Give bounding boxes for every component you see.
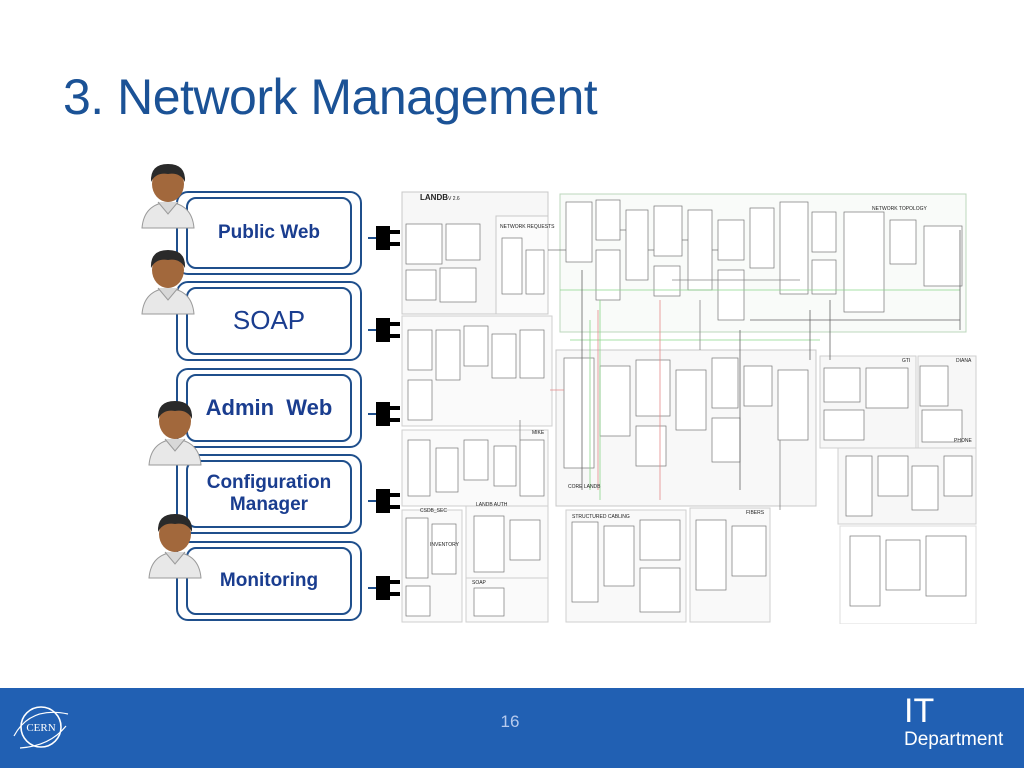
schema-area-label: GTI <box>902 358 910 364</box>
user-icon <box>148 401 202 466</box>
service-label-line1: Configuration <box>206 472 332 494</box>
schema-area-label: FIBERS <box>746 510 765 516</box>
service-admin-web: Admin Web <box>176 368 362 448</box>
user-icon <box>141 250 195 315</box>
it-logo-text: IT <box>904 692 935 730</box>
service-monitoring: Monitoring <box>176 541 362 621</box>
schema-area-label: CORE LANDB <box>568 484 601 490</box>
service-public-web: Public Web <box>176 191 362 275</box>
service-label-line2: Manager <box>229 494 309 515</box>
page-number: 16 <box>500 712 520 731</box>
schema-title: LANDB <box>420 193 448 202</box>
it-department-logo: IT Department <box>904 694 1003 749</box>
schema-area-label: STRUCTURED CABLING <box>572 514 630 520</box>
schema-area-label: NETWORK REQUESTS <box>500 224 555 230</box>
schema-area-label: LANDB AUTH <box>476 502 508 508</box>
service-soap: SOAP <box>176 281 362 361</box>
service-label: Admin Web <box>205 395 333 421</box>
schema-area-label: DIANA <box>956 358 972 364</box>
schema-area-label: CSDB_SEC <box>420 508 447 514</box>
user-icon <box>148 514 202 579</box>
service-label: Configuration Manager <box>207 472 332 516</box>
user-icon <box>141 164 195 229</box>
schema-version: V 2.6 <box>448 196 460 202</box>
schema-area-label: NETWORK TOPOLOGY <box>872 206 927 212</box>
footer-bar: CERN 16 IT Department <box>0 688 1024 768</box>
schema-area-label: PHONE <box>954 438 972 444</box>
slide-title: 3. Network Management <box>63 69 598 125</box>
schema-area-label: INVENTORY <box>430 542 460 548</box>
service-label: SOAP <box>232 305 306 336</box>
service-label: Public Web <box>217 222 321 244</box>
service-configuration-manager: Configuration Manager <box>176 454 362 534</box>
service-label: Monitoring <box>219 570 319 592</box>
department-logo-text: Department <box>904 729 1004 750</box>
cern-logo-text: CERN <box>26 722 55 734</box>
cern-logo: CERN <box>13 706 69 749</box>
schema-area-label: SOAP <box>472 580 487 586</box>
schema-area-label: MIKE <box>532 430 545 436</box>
database-schema-diagram: LANDB V 2.6 NETWORK REQUESTS NETWORK TOP… <box>400 190 978 624</box>
